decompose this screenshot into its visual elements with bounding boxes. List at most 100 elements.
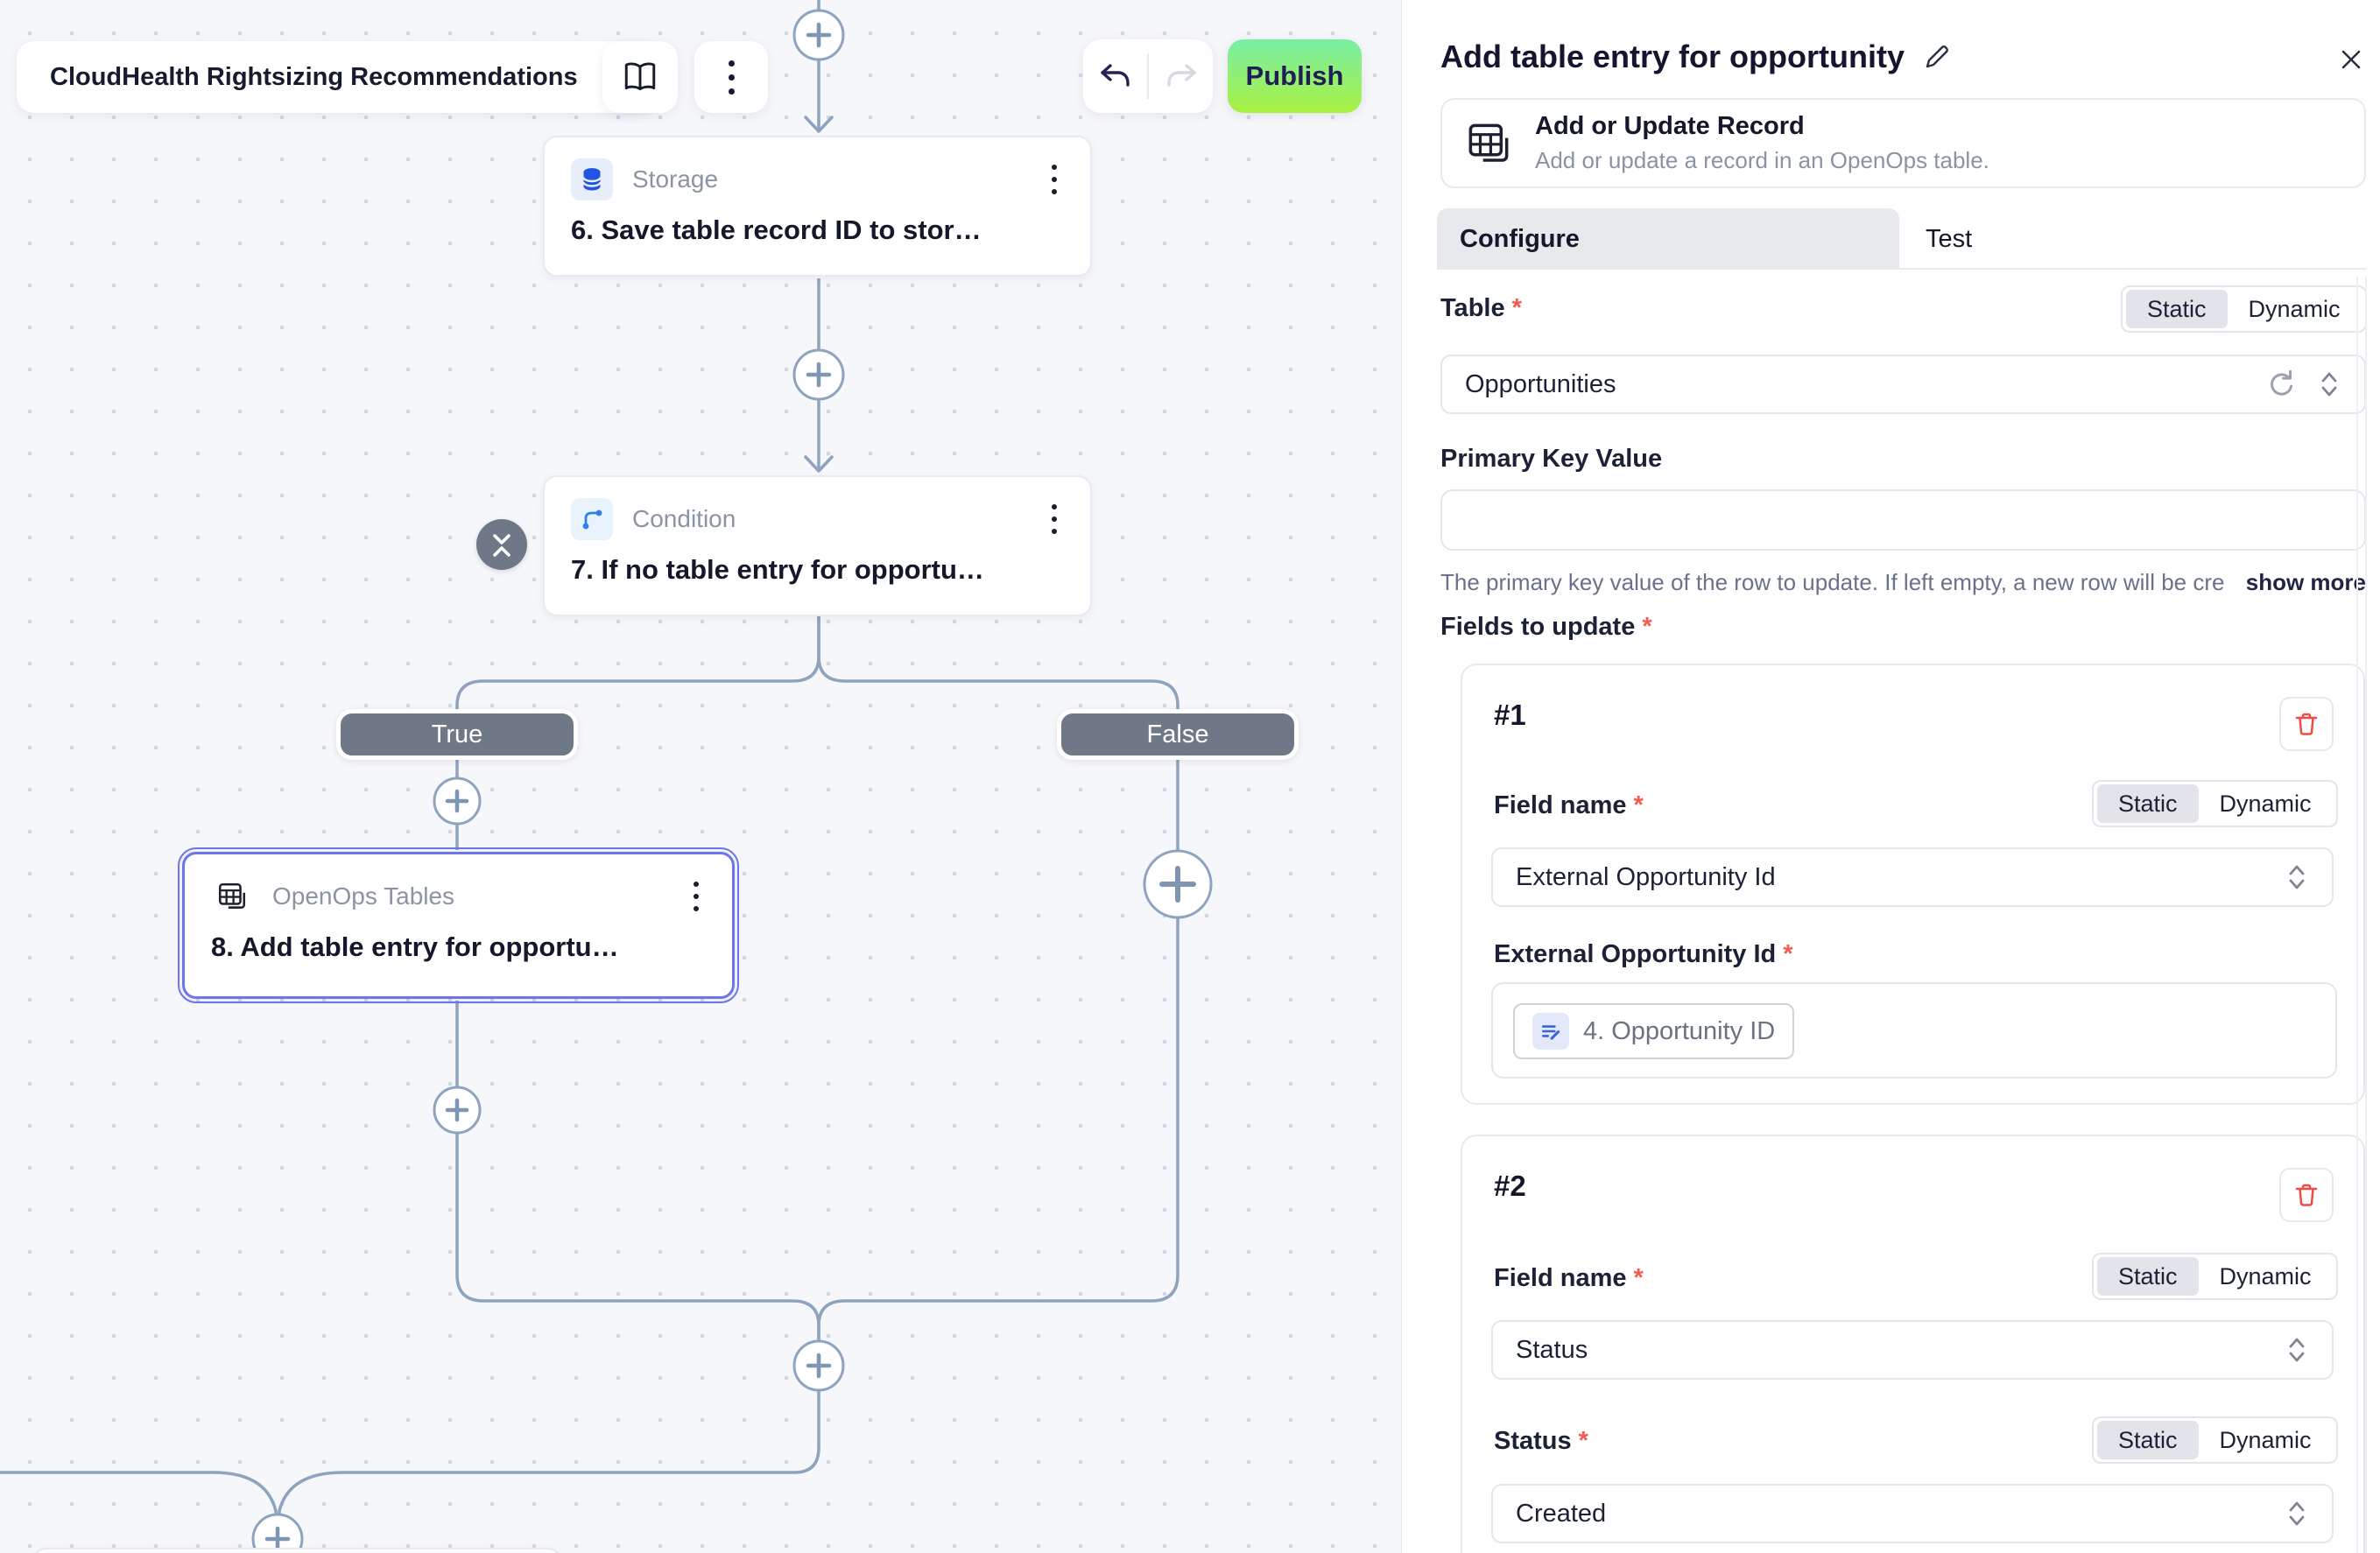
redo-icon xyxy=(1166,64,1196,87)
node-menu-button[interactable] xyxy=(687,878,706,915)
close-panel-button[interactable] xyxy=(2332,40,2370,79)
toggle-dynamic[interactable]: Dynamic xyxy=(2219,790,2312,817)
toggle-static[interactable]: Static xyxy=(2097,784,2199,823)
add-step-button[interactable] xyxy=(792,1339,845,1392)
action-description: Add or update a record in an OpenOps tab… xyxy=(1535,147,1989,173)
field-value-select[interactable]: Created xyxy=(1491,1484,2334,1543)
node-menu-button[interactable] xyxy=(1045,501,1064,538)
required-asterisk: * xyxy=(1511,294,1522,322)
tables-icon xyxy=(1468,123,1509,162)
branch-label-false[interactable]: False xyxy=(1057,709,1299,760)
divider xyxy=(1147,53,1149,99)
primary-key-input[interactable] xyxy=(1440,489,2366,551)
trash-icon xyxy=(2295,1184,2318,1206)
edit-name-icon[interactable] xyxy=(1922,42,1952,72)
toggle-dynamic[interactable]: Dynamic xyxy=(2248,295,2341,322)
table-static-dynamic-toggle: Static Dynamic xyxy=(2121,285,2367,333)
flow-canvas[interactable]: Storage 6. Save table record ID to stor…… xyxy=(0,0,1401,1553)
toggle-dynamic[interactable]: Dynamic xyxy=(2219,1426,2312,1453)
field-name-toggle: Static Dynamic xyxy=(2092,1253,2338,1300)
add-step-button[interactable] xyxy=(251,1513,304,1553)
condition-branch-icon xyxy=(571,498,613,540)
toggle-dynamic[interactable]: Dynamic xyxy=(2219,1262,2312,1289)
node-storage[interactable]: Storage 6. Save table record ID to stor… xyxy=(543,136,1092,277)
table-select[interactable]: Opportunities xyxy=(1440,355,2366,414)
collapse-branches-button[interactable] xyxy=(476,519,527,570)
kebab-icon xyxy=(728,60,735,95)
edge-true-merge xyxy=(455,1001,820,1366)
field-name-select[interactable]: Status xyxy=(1491,1320,2334,1380)
add-step-button[interactable] xyxy=(792,348,845,401)
tables-icon xyxy=(211,875,253,917)
delete-field-button[interactable] xyxy=(2279,1168,2334,1222)
add-step-button[interactable] xyxy=(433,1086,482,1135)
field-name-label: Field name* xyxy=(1494,791,1644,819)
required-asterisk: * xyxy=(1783,940,1793,968)
chevron-updown-icon xyxy=(2289,865,2305,889)
field-name-select[interactable]: External Opportunity Id xyxy=(1491,847,2334,907)
data-token-chip[interactable]: 4. Opportunity ID xyxy=(1513,1003,1795,1059)
required-asterisk: * xyxy=(1642,613,1652,641)
required-asterisk: * xyxy=(1633,1264,1644,1292)
show-more-link[interactable]: show more xyxy=(2245,569,2366,595)
primary-key-help-row: The primary key value of the row to upda… xyxy=(1440,569,2366,596)
edge-false-merge xyxy=(817,760,1179,1366)
flow-name-dropdown[interactable]: CloudHealth Rightsizing Recommendations xyxy=(17,41,657,113)
field-card-index: #2 xyxy=(1494,1170,1526,1202)
variable-icon xyxy=(1532,1013,1569,1050)
node-app-name: OpenOps Tables xyxy=(272,882,455,910)
docs-button[interactable] xyxy=(602,41,678,113)
branch-label-true[interactable]: True xyxy=(336,709,578,760)
node-menu-button[interactable] xyxy=(1045,161,1064,198)
add-step-button[interactable] xyxy=(1143,849,1213,919)
edge-branch-false xyxy=(817,616,1179,711)
undo-redo-group xyxy=(1083,39,1213,113)
node-condition[interactable]: Condition 7. If no table entry for oppor… xyxy=(543,475,1092,616)
storage-icon xyxy=(571,158,613,200)
table-field-label: Table* xyxy=(1440,294,1522,322)
collapse-icon xyxy=(493,534,511,557)
undo-button[interactable] xyxy=(1083,39,1147,113)
node-title: 8. Add table entry for opportu… xyxy=(211,931,619,962)
toggle-static[interactable]: Static xyxy=(2126,290,2228,328)
field-name-label: Field name* xyxy=(1494,1264,1644,1292)
field-value-label: External Opportunity Id* xyxy=(1494,940,1793,968)
edge-merge-bottom xyxy=(278,1366,820,1551)
add-step-button[interactable] xyxy=(792,9,845,61)
panel-scrollbar[interactable] xyxy=(2356,277,2367,1553)
refresh-icon[interactable] xyxy=(2266,369,2298,400)
node-openops-tables[interactable]: OpenOps Tables 8. Add table entry for op… xyxy=(178,847,739,1003)
field-card-2: #2 Field name* Static Dynamic Status xyxy=(1461,1135,2365,1553)
chevron-updown-icon xyxy=(2321,372,2337,397)
field-value-value: Created xyxy=(1516,1499,1607,1528)
redo-button[interactable] xyxy=(1149,39,1213,113)
book-icon xyxy=(624,62,656,91)
primary-key-help: The primary key value of the row to upda… xyxy=(1440,569,2227,595)
required-asterisk: * xyxy=(1633,791,1644,819)
required-asterisk: * xyxy=(1578,1427,1588,1455)
action-name: Add or Update Record xyxy=(1535,112,1805,140)
undo-icon xyxy=(1100,64,1130,87)
field-card-index: #1 xyxy=(1494,699,1526,731)
field-value-input[interactable]: 4. Opportunity ID xyxy=(1491,982,2337,1079)
edge-branch-true xyxy=(455,616,820,711)
delete-field-button[interactable] xyxy=(2279,697,2334,751)
divider xyxy=(1437,268,2367,270)
toggle-static[interactable]: Static xyxy=(2097,1421,2199,1459)
toggle-static[interactable]: Static xyxy=(2097,1257,2199,1296)
partial-node[interactable] xyxy=(32,1548,561,1553)
field-name-value: External Opportunity Id xyxy=(1516,862,1776,891)
action-summary-card: Add or Update Record Add or update a rec… xyxy=(1440,98,2366,188)
edge-left-join xyxy=(0,1471,278,1539)
publish-button[interactable]: Publish xyxy=(1228,39,1362,113)
tab-configure[interactable]: Configure xyxy=(1437,208,1899,270)
tab-test[interactable]: Test xyxy=(1899,208,2366,270)
add-step-button[interactable] xyxy=(433,776,482,826)
node-app-name: Condition xyxy=(632,505,736,532)
node-title: 7. If no table entry for opportu… xyxy=(571,554,984,585)
flow-edges xyxy=(0,0,1213,1553)
panel-title: Add table entry for opportunity xyxy=(1440,39,1905,74)
flow-menu-button[interactable] xyxy=(694,41,768,113)
fields-to-update-label: Fields to update* xyxy=(1440,613,1652,641)
